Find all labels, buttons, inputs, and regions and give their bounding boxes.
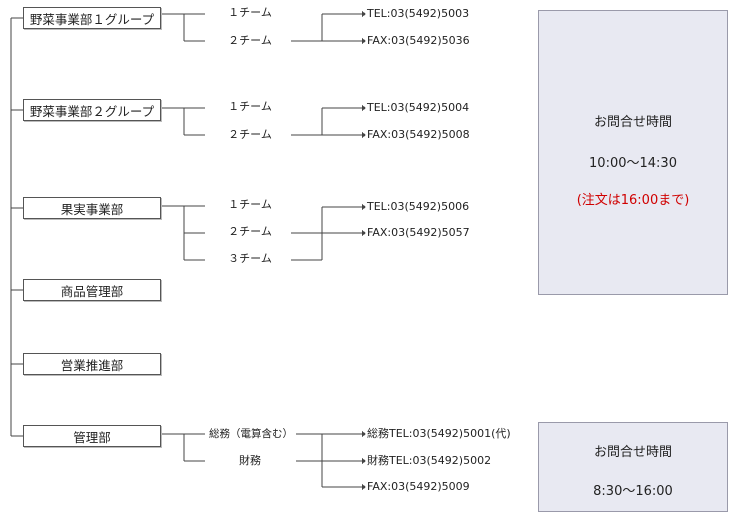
dept-fruit: 果実事業部 (23, 197, 161, 219)
contact-general-affairs-tel: 総務TEL:03(5492)5001(代) (367, 427, 511, 440)
team-label: １チーム (228, 100, 272, 113)
team-label: ２チーム (228, 225, 272, 238)
inquiry-hours-title: お問合せ時間 (593, 115, 672, 130)
team-label: 総務（電算含む） (209, 428, 293, 440)
dept-vegetable-group-2: 野菜事業部２グループ (23, 99, 161, 121)
contact-tel: TEL:03(5492)5006 (367, 200, 470, 213)
contact-fax: FAX:03(5492)5057 (367, 226, 470, 239)
order-deadline-note: (注文は16:00まで) (576, 193, 690, 208)
team-label: ２チーム (228, 34, 272, 47)
contact-tel: TEL:03(5492)5003 (367, 7, 470, 20)
inquiry-hours-time: 10:00〜14:30 (589, 156, 677, 171)
inquiry-hours-panel-admin: お問合せ時間 8:30〜16:00 (538, 422, 728, 512)
contact-finance-tel: 財務TEL:03(5492)5002 (367, 454, 492, 467)
team-label: ３チーム (228, 252, 272, 265)
team-label: ２チーム (228, 128, 272, 141)
inquiry-hours-title: お問合せ時間 (593, 445, 672, 460)
team-label: 財務 (239, 454, 261, 467)
inquiry-hours-time: 8:30〜16:00 (593, 484, 673, 499)
dept-vegetable-group-1: 野菜事業部１グループ (23, 7, 161, 29)
contact-fax: FAX:03(5492)5009 (367, 480, 470, 493)
dept-product-management: 商品管理部 (23, 279, 161, 301)
contact-fax: FAX:03(5492)5036 (367, 34, 470, 47)
dept-sales-promotion: 営業推進部 (23, 353, 161, 375)
contact-fax: FAX:03(5492)5008 (367, 128, 470, 141)
inquiry-hours-panel-sales: お問合せ時間 10:00〜14:30 (注文は16:00まで) (538, 10, 728, 295)
contact-tel: TEL:03(5492)5004 (367, 101, 470, 114)
dept-administration: 管理部 (23, 425, 161, 447)
team-label: １チーム (228, 198, 272, 211)
team-label: １チーム (228, 6, 272, 19)
